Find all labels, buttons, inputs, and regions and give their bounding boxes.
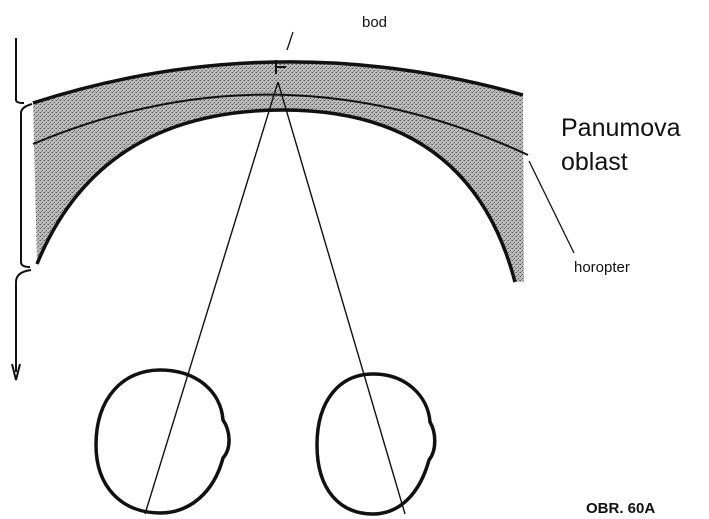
left-eye <box>96 370 229 513</box>
left-eye-visual-axis <box>145 82 278 514</box>
right-eye <box>317 374 435 514</box>
left-range-bracket <box>12 38 32 380</box>
right-eye-visual-axis <box>278 82 405 514</box>
panum-area-label-line1: Panumova <box>561 114 681 142</box>
bod-leader-line <box>287 32 293 50</box>
panum-area-label-line2: oblast <box>561 148 628 176</box>
horopter-label: horopter <box>574 259 630 276</box>
figure-id-label: OBR. 60A <box>586 500 655 517</box>
point-label: bod <box>362 14 387 31</box>
